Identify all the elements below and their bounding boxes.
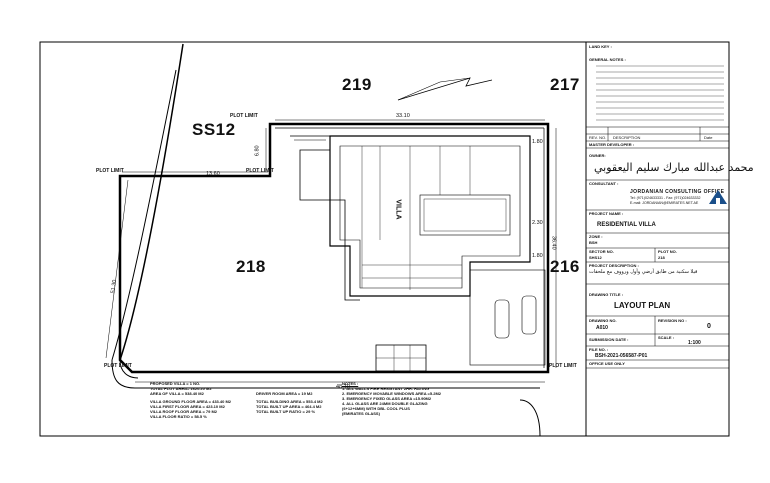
owner-name: محمد عبدالله مبارك سليم اليعقوبي (594, 161, 754, 174)
plot-limit-label: PLOT LIMIT (246, 168, 274, 174)
area-line: VILLA ROOF FLOOR AREA = 79 M2 (150, 409, 218, 414)
owner-label: OWNER: (589, 153, 606, 158)
area-line: TOTAL BUILT UP AREA = 464.4 M2 (256, 404, 322, 409)
revision-no-label: REVISION NO : (658, 318, 687, 323)
plot-limit-label: PLOT LIMIT (549, 363, 577, 369)
area-line: TOTAL BUILT UP RATIO = 29 % (256, 409, 316, 414)
area-line: AREA OF VILLA = 538.40 M2 (150, 391, 204, 396)
plot-limit-label: PLOT LIMIT (230, 113, 258, 119)
scale-label: SCALE : (658, 335, 674, 340)
zone-label: ZONE : (589, 234, 603, 239)
date-label: Date (704, 135, 713, 140)
consultant-label: CONSULTANT : (589, 181, 619, 186)
area-line: PROPOSED VILLA = 1 NO. (150, 381, 201, 386)
plot-limit-label: PLOT LIMIT (104, 363, 132, 369)
notes-title: NOTES : (342, 381, 359, 386)
sector-value: SHS12 (589, 255, 602, 260)
drawing-title-label: DRAWING TITLE : (589, 292, 623, 297)
area-line: VILLA FLOOR RATIO = 58.5 % (150, 414, 207, 419)
area-line: VILLA FIRST FLOOR AREA = 423.10 M2 (150, 404, 225, 409)
plot-label: PLOT NO. (658, 249, 677, 254)
note-item: (6+12+6MM) WITH DBL COOL PLUS (342, 406, 410, 411)
plot-number-site: SS12 (192, 120, 236, 139)
dimension-right-b: 2.30 (532, 220, 543, 226)
dimension-right-a: 1.80 (532, 139, 543, 145)
note-item: 4. ALL GLASS ARE 24MM DOUBLE GLAZING (342, 401, 428, 406)
file-no-label: FILE NO. : (589, 347, 609, 352)
villa-label: VILLA (394, 199, 402, 220)
note-item: 2. EMERGENCY MOVABLE WINDOWS AREA =5.2M2 (342, 391, 442, 396)
plot-value: 218 (658, 255, 665, 260)
drawing-no: A010 (596, 325, 608, 331)
consultant-contact-phone: Tel: (971)024633331 - Fax: (971)02463333… (630, 196, 701, 200)
consultant-logo-icon (709, 190, 727, 204)
area-line: TOTAL PLOT AREA= 1620.20 M2 (150, 386, 212, 391)
plot-number-north-east: 217 (550, 75, 580, 94)
zone-value: BSH (589, 240, 598, 245)
dimension-right-c: 1.80 (532, 253, 543, 259)
revision-no: 0 (707, 323, 711, 330)
area-line: TOTAL BUILDING AREA = 553.4 M2 (256, 399, 323, 404)
dimension-right-d: 36.40 (550, 235, 557, 250)
dimension-vertical-left: 6.80 (254, 145, 261, 157)
rev-no-label: REV. NO. (589, 135, 607, 140)
scale-value: 1:100 (688, 340, 701, 346)
project-name: RESIDENTIAL VILLA (597, 222, 656, 228)
note-item: (EMIRATES GLASS) (342, 411, 380, 416)
sector-label: SECTOR NO. (589, 249, 614, 254)
general-notes-label: GENERAL NOTES : (589, 57, 626, 62)
dimension-bottom: 48.10 (336, 384, 350, 390)
submission-date-label: SUBMISSION DATE : (589, 337, 629, 342)
area-line: VILLA GROUND FLOOR AREA = 433.40 M2 (150, 399, 232, 404)
plot-number-north: 219 (342, 75, 372, 94)
consultant-name: JORDANIAN CONSULTING OFFICE (630, 189, 725, 195)
office-use-label: OFFICE USE ONLY (589, 361, 625, 366)
master-developer-label: MASTER DEVELOPER : (589, 142, 635, 147)
project-description-label: PROJECT DESCRIPTION : (589, 263, 639, 268)
drawing-title: LAYOUT PLAN (614, 301, 671, 310)
note-item: 1. ALL WALLS FIRE RESISTANT 2HR. RATING (342, 386, 430, 391)
file-no: BSH-2021-056587-P01 (595, 353, 648, 359)
area-schedule-mid: DRIVER ROOM AREA = 19 M2 TOTAL BUILDING … (256, 391, 323, 414)
consultant-contact-email: E-mail: JORDANIAN@EMIRATES.NET.AE (630, 201, 699, 205)
area-line: DRIVER ROOM AREA = 19 M2 (256, 391, 313, 396)
notes-block: NOTES : 1. ALL WALLS FIRE RESISTANT 2HR.… (342, 381, 441, 416)
area-schedule: PROPOSED VILLA = 1 NO. TOTAL PLOT AREA= … (150, 381, 231, 419)
project-name-label: PROJECT NAME : (589, 211, 624, 216)
description-label: DESCRIPTION (613, 135, 641, 140)
dimension-top: 33.10 (396, 113, 410, 119)
plot-limit-label: PLOT LIMIT (96, 168, 124, 174)
drawing-no-label: DRAWING NO. (589, 318, 617, 323)
note-item: 3. EMERGENCY FIXED GLASS AREA =15.90M2 (342, 396, 432, 401)
project-description: فيلا سكنية من طابق أرضي وأول ورووف مع مل… (589, 269, 698, 275)
plot-number-west: 218 (236, 257, 266, 276)
dimension-left-top: 13.60 (206, 171, 220, 177)
plot-number-east: 216 (550, 257, 580, 276)
land-key-label: LAND KEY : (589, 44, 612, 49)
